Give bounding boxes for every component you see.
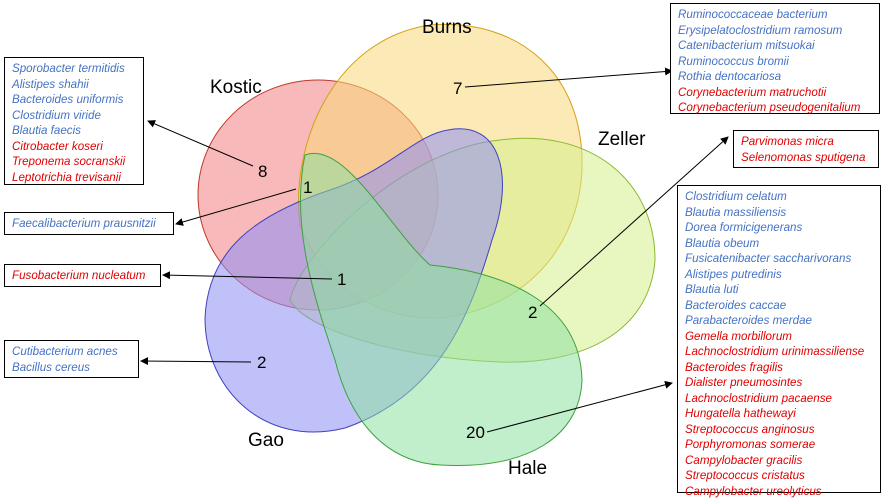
species-item: Parabacteroides merdae: [685, 313, 874, 329]
species-item: Streptococcus cristatus: [685, 468, 874, 484]
species-item: Bacteroides fragilis: [685, 360, 874, 376]
species-item: Streptococcus anginosus: [685, 422, 874, 438]
count-kostic-only: 8: [258, 162, 267, 181]
species-list: Fusobacterium nucleatum: [12, 268, 154, 284]
species-item: Bacillus cereus: [12, 360, 132, 376]
species-item: Dorea formicigenerans: [685, 220, 874, 236]
count-all-five: 1: [337, 270, 346, 289]
species-list: Faecalibacterium prausnitzii: [12, 216, 167, 232]
species-item: Blautia faecis: [12, 123, 137, 139]
species-item: Bacteroides caccae: [685, 298, 874, 314]
species-item: Hungatella hathewayi: [685, 406, 874, 422]
species-item: Lachnoclostridium pacaense: [685, 391, 874, 407]
species-item: Corynebacterium matruchotii: [678, 85, 873, 101]
species-item: Fusicatenibacter saccharivorans: [685, 251, 874, 267]
species-item: Sporobacter termitidis: [12, 61, 137, 77]
set-label-burns: Burns: [422, 17, 472, 38]
count-burns-only: 7: [453, 79, 462, 98]
species-item: Selenomonas sputigena: [741, 150, 872, 166]
species-item: Catenibacterium mitsuokai: [678, 38, 873, 54]
species-box-all-five: Fusobacterium nucleatum: [4, 264, 161, 287]
species-item: Porphyromonas somerae: [685, 437, 874, 453]
count-zeller-only: 2: [528, 303, 537, 322]
species-item: Citrobacter koseri: [12, 139, 137, 155]
species-item: Clostridium celatum: [685, 189, 874, 205]
species-item: Gemella morbillorum: [685, 329, 874, 345]
set-label-gao: Gao: [248, 430, 284, 451]
species-item: Erysipelatoclostridium ramosum: [678, 23, 873, 39]
species-item: Campylobacter ureolyticus: [685, 484, 874, 499]
species-item: Clostridium viride: [12, 108, 137, 124]
species-item: Cutibacterium acnes: [12, 344, 132, 360]
species-item: Blautia luti: [685, 282, 874, 298]
set-label-hale: Hale: [508, 458, 547, 479]
species-item: Leptotrichia trevisanii: [12, 170, 137, 186]
species-item: Bacteroides uniformis: [12, 92, 137, 108]
species-item: Rothia dentocariosa: [678, 69, 873, 85]
species-item: Ruminococcus bromii: [678, 54, 873, 70]
species-item: Blautia massiliensis: [685, 205, 874, 221]
species-item: Fusobacterium nucleatum: [12, 268, 154, 284]
species-item: Faecalibacterium prausnitzii: [12, 216, 167, 232]
count-kostic-zeller: 1: [303, 178, 312, 197]
species-item: Alistipes shahii: [12, 77, 137, 93]
set-label-zeller: Zeller: [598, 129, 646, 150]
species-item: Alistipes putredinis: [685, 267, 874, 283]
species-item: Parvimonas micra: [741, 134, 872, 150]
species-item: Blautia obeum: [685, 236, 874, 252]
species-item: Ruminococcaceae bacterium: [678, 7, 873, 23]
count-gao-only: 2: [257, 353, 266, 372]
species-item: Lachnoclostridium urinimassiliense: [685, 344, 874, 360]
species-item: Dialister pneumosintes: [685, 375, 874, 391]
species-box-kostic-zeller: Faecalibacterium prausnitzii: [4, 212, 174, 235]
species-item: Corynebacterium pseudogenitalium: [678, 100, 873, 116]
species-item: Treponema socranskii: [12, 154, 137, 170]
set-label-kostic: Kostic: [210, 77, 262, 98]
count-hale-only: 20: [466, 423, 485, 442]
species-item: Campylobacter gracilis: [685, 453, 874, 469]
